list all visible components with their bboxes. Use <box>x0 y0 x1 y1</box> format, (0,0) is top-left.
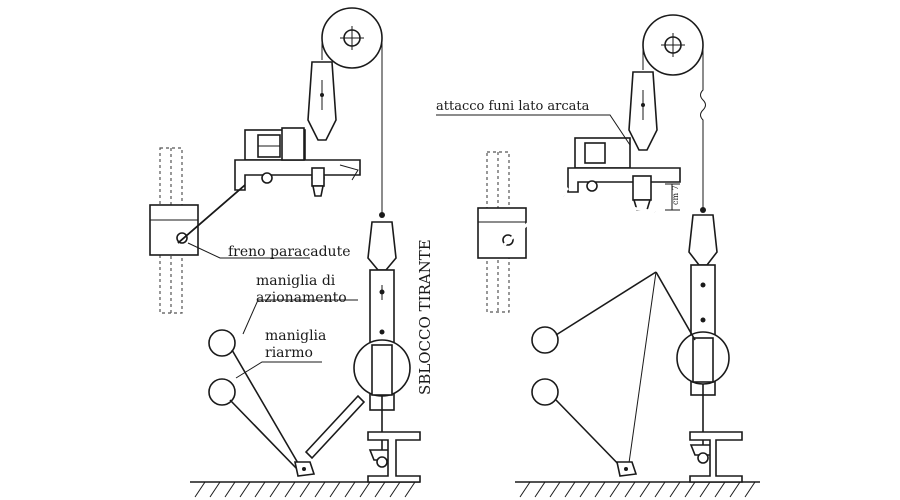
label-maniglia-riarmo-line2: riarmo <box>265 345 313 361</box>
label-maniglia-riarmo-line1: maniglia <box>265 328 326 344</box>
leaders-left <box>187 242 358 379</box>
label-attacco-funi: attacco funi lato arcata <box>436 99 590 114</box>
leader-attacco <box>436 114 631 146</box>
brake-block-right <box>477 186 569 259</box>
brake-block-left <box>149 184 246 256</box>
ground-right <box>515 481 760 498</box>
pulley-right <box>642 14 704 76</box>
ground-left <box>190 481 420 498</box>
pulley-left <box>321 7 383 69</box>
label-maniglia-azionamento-line2: azionamento <box>256 290 347 306</box>
handles-left <box>208 329 366 477</box>
label-freno-paracadute: freno paracadute <box>228 244 350 260</box>
label-dimension: cm 7 <box>671 185 680 205</box>
tie-rod-right <box>676 207 743 483</box>
label-sblocco-tirante: SBLOCCO TIRANTE <box>416 239 434 395</box>
tie-rod-left <box>353 212 421 483</box>
left-assembly <box>149 7 421 498</box>
label-maniglia-azionamento-line1: maniglia di <box>256 273 336 289</box>
cable-right <box>700 45 706 210</box>
bracket-right <box>563 137 681 214</box>
handles-right <box>531 271 696 477</box>
upper-link-left <box>307 61 337 141</box>
upper-link-right <box>628 71 658 151</box>
right-assembly <box>436 14 760 498</box>
bracket-left <box>234 127 361 197</box>
